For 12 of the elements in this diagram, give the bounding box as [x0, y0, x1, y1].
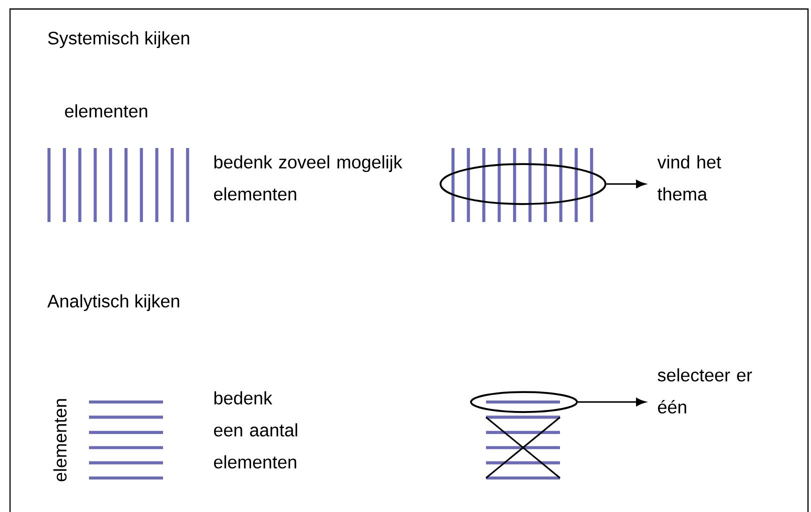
text-label: vind het thema	[657, 155, 722, 200]
text-label: bedenk zoveel mogelijk elementen	[214, 155, 402, 200]
text-label: elementen	[53, 399, 67, 482]
text-label: Analytisch kijken	[47, 294, 180, 312]
ellipse	[470, 391, 578, 413]
ellipse	[440, 163, 606, 205]
arrow	[606, 180, 646, 188]
text-label: elementen	[65, 104, 148, 118]
arrow	[578, 398, 646, 406]
text-label: Systemisch kijken	[48, 31, 190, 48]
text-label: bedenk een aantal elementen	[214, 391, 298, 468]
text-label: selecteer er één	[658, 368, 752, 414]
